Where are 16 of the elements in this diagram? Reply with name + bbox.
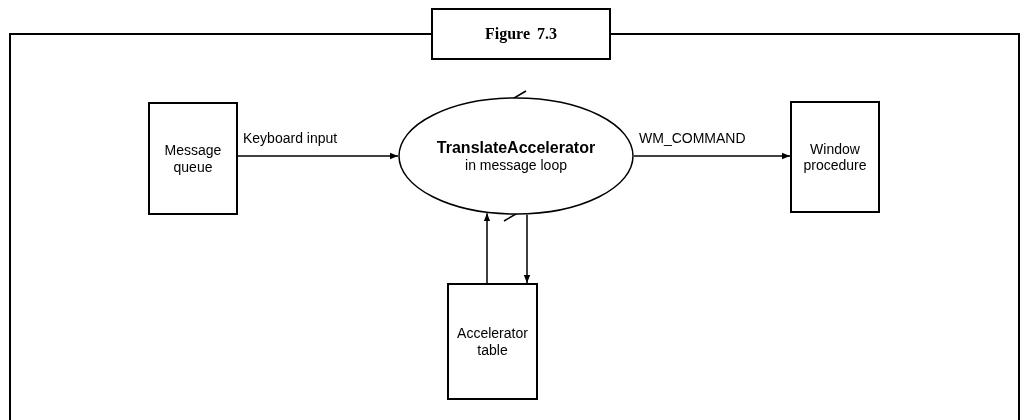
node-title: TranslateAccelerator xyxy=(436,138,596,158)
process-ellipse xyxy=(398,97,634,215)
node-title: Message queue xyxy=(163,142,223,175)
node-text: in message loop xyxy=(465,157,567,174)
node-title: Accelerator table xyxy=(456,325,529,358)
process-box xyxy=(148,102,238,215)
node-title: Window procedure xyxy=(802,140,868,174)
figure-title: Figure 7.3 xyxy=(431,8,611,60)
arrow xyxy=(237,152,399,160)
edge-label: Keyboard input xyxy=(242,130,339,146)
arrow xyxy=(633,152,791,160)
arrow xyxy=(483,212,491,284)
process-box xyxy=(790,101,880,213)
process-box xyxy=(447,283,538,400)
arrow xyxy=(523,214,531,284)
edge-label: WM_COMMAND xyxy=(638,130,747,146)
